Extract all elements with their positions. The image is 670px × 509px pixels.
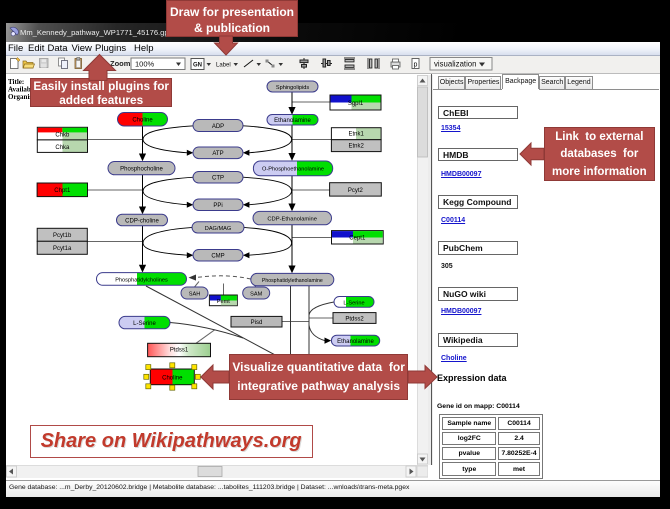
svg-text:GN: GN bbox=[193, 63, 202, 69]
svg-text:Pemt: Pemt bbox=[217, 299, 231, 305]
svg-text:L-Serine: L-Serine bbox=[133, 321, 156, 327]
svg-text:SAM: SAM bbox=[250, 292, 262, 298]
svg-text:Sgpl1: Sgpl1 bbox=[348, 101, 364, 107]
svg-text:CTP: CTP bbox=[212, 176, 224, 182]
svg-text:Title:: Title: bbox=[8, 78, 24, 86]
svg-text:Phosphatidylethanolamine: Phosphatidylethanolamine bbox=[262, 278, 323, 284]
svg-text:CDP-choline: CDP-choline bbox=[125, 218, 159, 224]
svg-text:L-Serine: L-Serine bbox=[343, 300, 364, 306]
svg-text:Chkb: Chkb bbox=[55, 132, 70, 138]
svg-text:100%: 100% bbox=[135, 60, 155, 69]
svg-text:Ptdss2: Ptdss2 bbox=[345, 317, 364, 323]
svg-text:Phosphatidylcholines: Phosphatidylcholines bbox=[115, 277, 168, 283]
svg-text:Pcyt1a: Pcyt1a bbox=[53, 246, 72, 252]
svg-text:Ethanolamine: Ethanolamine bbox=[337, 339, 374, 345]
svg-text:Choline: Choline bbox=[132, 118, 153, 124]
svg-text:Sphingolipids: Sphingolipids bbox=[276, 85, 309, 91]
svg-text:CDP-Ethanolamine: CDP-Ethanolamine bbox=[267, 217, 317, 223]
svg-text:PPi: PPi bbox=[213, 203, 222, 209]
svg-text:SAH: SAH bbox=[189, 292, 201, 298]
svg-text:p: p bbox=[414, 62, 418, 69]
svg-text:ATP: ATP bbox=[212, 151, 223, 157]
svg-text:visualization: visualization bbox=[434, 60, 476, 69]
svg-text:DAG/MAG: DAG/MAG bbox=[205, 226, 231, 232]
svg-text:Pisd: Pisd bbox=[251, 320, 263, 326]
svg-text:Choline: Choline bbox=[162, 375, 183, 381]
svg-text:CMP: CMP bbox=[211, 254, 224, 260]
svg-text:Pcyt1b: Pcyt1b bbox=[53, 233, 72, 239]
svg-text:Etnk1: Etnk1 bbox=[349, 132, 365, 138]
svg-text:Zoom:: Zoom: bbox=[110, 59, 133, 68]
svg-text:Availabili: Availabili bbox=[8, 86, 37, 94]
svg-text:Phosphocholine: Phosphocholine bbox=[120, 167, 163, 173]
svg-text:ADP: ADP bbox=[212, 124, 224, 130]
svg-text:Chka: Chka bbox=[55, 145, 70, 151]
svg-text:Organism: Organism bbox=[8, 93, 38, 101]
svg-text:Ptdss1: Ptdss1 bbox=[170, 348, 189, 354]
svg-text:Pcyt2: Pcyt2 bbox=[348, 188, 364, 194]
svg-text:Cept1: Cept1 bbox=[349, 236, 366, 242]
svg-text:O-Phosphoethanolamine: O-Phosphoethanolamine bbox=[262, 167, 324, 173]
svg-text:Label: Label bbox=[216, 63, 231, 69]
svg-text:Ethanolamine: Ethanolamine bbox=[274, 118, 311, 124]
svg-text:Chpt1: Chpt1 bbox=[54, 188, 71, 194]
svg-text:Etnk2: Etnk2 bbox=[349, 144, 365, 150]
